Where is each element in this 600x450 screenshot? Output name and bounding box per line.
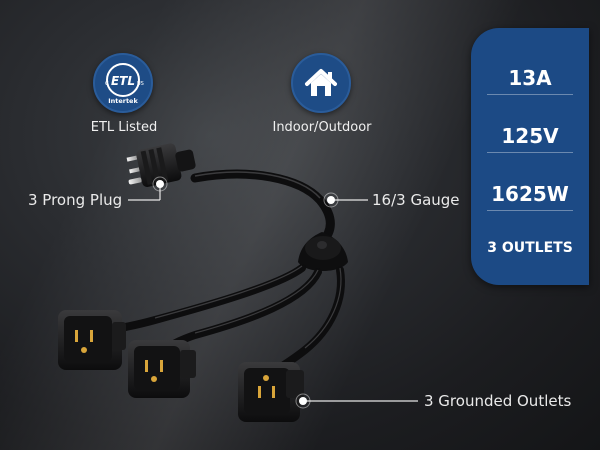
outlet-left: [58, 310, 126, 370]
indoor-outdoor-badge: [291, 53, 351, 113]
spec-divider: [487, 152, 573, 153]
etl-logo-text: ETL: [111, 74, 135, 88]
plug: [126, 143, 196, 187]
spec-divider: [487, 94, 573, 95]
spec-voltage: 125V: [501, 124, 559, 148]
spec-divider: [487, 210, 573, 211]
outlet-right: [238, 362, 304, 422]
main-cord: [190, 169, 335, 247]
etl-badge: ETL C US Intertek: [93, 53, 153, 113]
gauge-callout: 16/3 Gauge: [372, 191, 460, 209]
outlets-callout: 3 Grounded Outlets: [424, 392, 572, 410]
etl-intertek-icon: ETL C US Intertek: [105, 63, 144, 105]
spec-wattage: 1625W: [491, 182, 569, 206]
spec-panel: 13A 125V 1625W 3 OUTLETS: [471, 28, 589, 285]
house-icon: [305, 69, 337, 96]
outlet-middle: [128, 340, 196, 398]
branch-cord-left: [92, 264, 306, 336]
etl-logo-us: US: [137, 81, 144, 87]
spec-amperage: 13A: [508, 66, 552, 90]
etl-label: ETL Listed: [90, 120, 158, 135]
spec-outlet-count: 3 OUTLETS: [487, 240, 573, 256]
splitter-hub: [298, 232, 348, 271]
etl-logo-brand: Intertek: [108, 97, 138, 105]
plug-callout: 3 Prong Plug: [28, 191, 123, 209]
etl-logo-c: C: [105, 81, 109, 87]
indoor-outdoor-label: Indoor/Outdoor: [272, 120, 372, 135]
